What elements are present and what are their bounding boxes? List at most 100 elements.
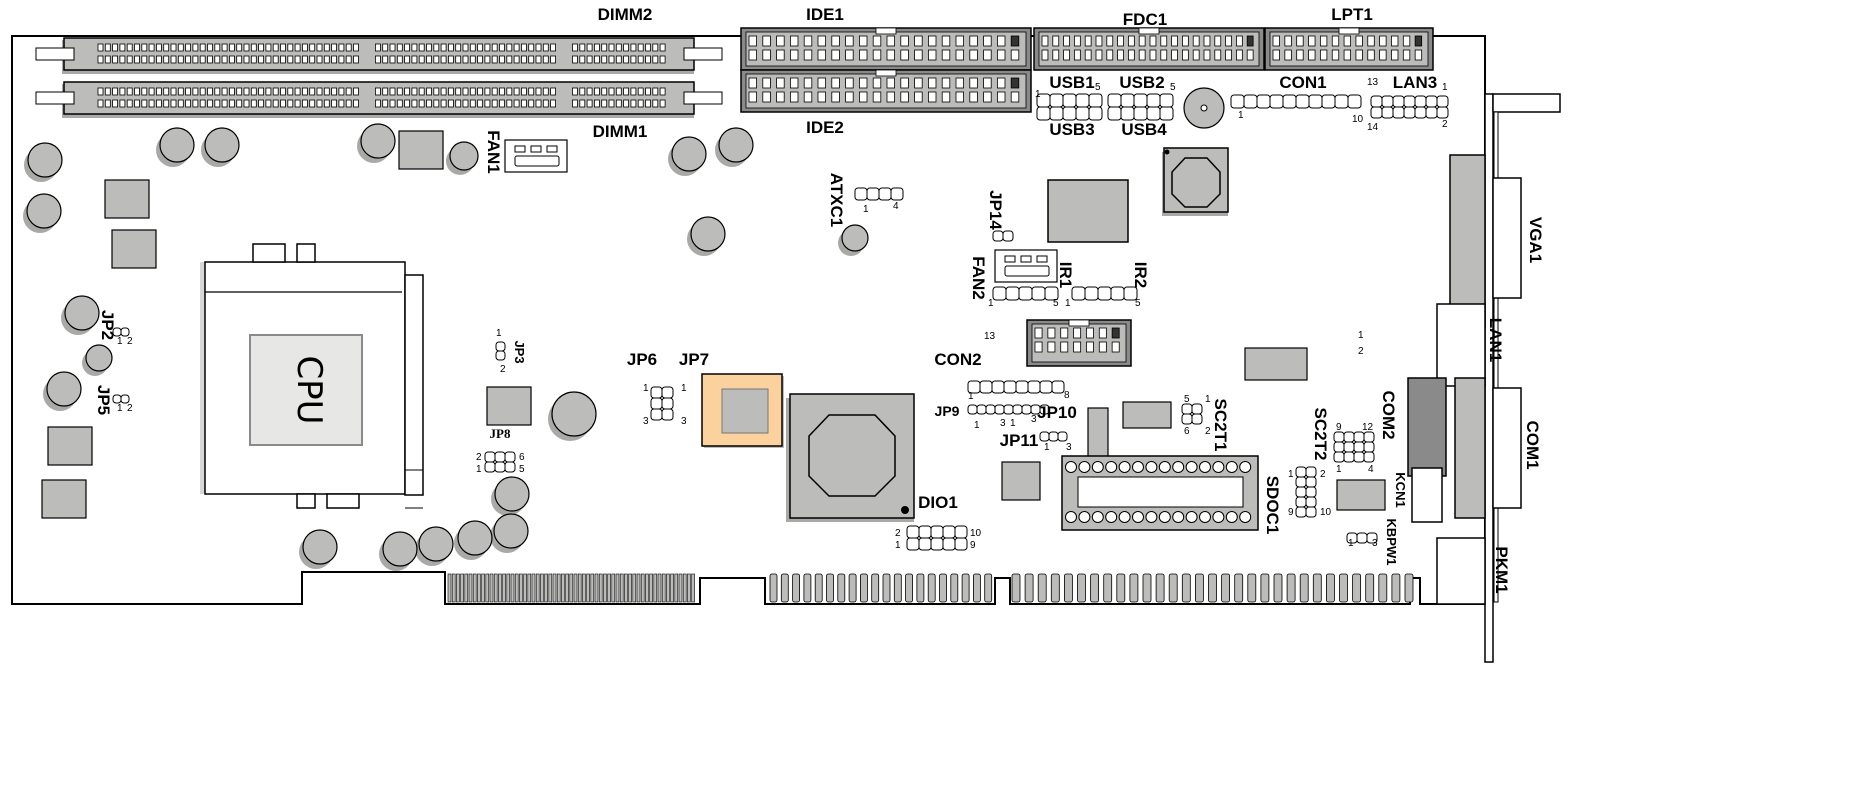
pin-sc2t2-4: 4 (1368, 464, 1374, 475)
dimm-contact (601, 99, 608, 108)
dimm-contact (331, 87, 338, 96)
dimm-contact (199, 99, 206, 108)
dimm-contact (287, 87, 294, 96)
edge-finger (691, 573, 695, 603)
edge-finger (611, 573, 616, 603)
dimm-contact (462, 99, 469, 108)
dimm-contact (353, 99, 359, 108)
dimm-contact (265, 55, 272, 64)
dimm-contact (411, 55, 418, 64)
edge-finger (1103, 573, 1113, 603)
label-ide1: IDE1 (806, 5, 844, 24)
con1-pins (1230, 94, 1245, 109)
dimm-contact (141, 43, 148, 52)
usb1-usb3-pins (1075, 106, 1090, 121)
dimm-contact (572, 87, 578, 96)
dimm-contact (484, 99, 491, 108)
label-jp9: JP9 (935, 403, 960, 419)
dimm-contact (389, 43, 396, 52)
dimm-contact (506, 55, 513, 64)
header-pin (1414, 49, 1423, 61)
capacitor (382, 531, 418, 567)
dimm-contact (214, 43, 221, 52)
header-pin (914, 91, 923, 103)
header-pin (845, 77, 854, 89)
capacitor (493, 513, 529, 549)
dimm-contact (112, 55, 118, 64)
label-dio1: DIO1 (918, 493, 958, 512)
dio1-pins (918, 525, 932, 539)
edge-finger (619, 573, 624, 603)
dimm-contact (236, 55, 243, 64)
header-pin (1095, 49, 1103, 61)
dimm-contact (630, 43, 637, 52)
jp9-jp10-pins (976, 404, 987, 415)
capacitor (718, 127, 754, 163)
edge-finger (1037, 573, 1047, 603)
edge-finger (1286, 573, 1296, 603)
pin-jp10-1: 1 (1010, 418, 1016, 429)
dimm-contact (374, 87, 381, 96)
dimm-contact (177, 43, 184, 52)
dimm-contact (521, 87, 527, 96)
dimm-contact (389, 55, 396, 64)
con1-pins (1347, 94, 1362, 109)
con1-pins (1295, 94, 1310, 109)
dio1-pins (942, 537, 956, 551)
capacitor (690, 216, 726, 252)
header-pin (1367, 35, 1375, 47)
dimm-contact (433, 43, 440, 52)
dimm-contact (155, 55, 162, 64)
edge-finger (1090, 573, 1099, 603)
edge-finger (531, 573, 536, 603)
header-pin (969, 49, 978, 61)
header-pin (1367, 49, 1375, 61)
dimm-contact (301, 87, 308, 96)
pin-sc2t1-6: 6 (1184, 426, 1190, 437)
header-pin (1331, 35, 1340, 47)
dimm-contact (440, 43, 447, 52)
header-pin (1160, 49, 1168, 61)
capacitor (64, 295, 100, 331)
sdoc1-pin (1185, 461, 1198, 473)
edge-finger (882, 573, 891, 603)
dimm-contact (484, 55, 491, 64)
edge-finger (645, 573, 649, 603)
dimm-contact (513, 43, 520, 52)
pin-usb1-5: 5 (1095, 82, 1101, 93)
header-pin (1063, 49, 1070, 61)
header-pin (817, 91, 826, 103)
dimm-contact (287, 43, 294, 52)
cpu-label: CPU (289, 355, 329, 424)
dimm-contact (265, 99, 272, 108)
header-pin (1160, 35, 1168, 47)
header-pin (900, 91, 909, 103)
header-pin (1063, 35, 1070, 47)
dimm-contact (615, 99, 622, 108)
dimm-contact (338, 43, 345, 52)
dimm-contact (265, 87, 272, 96)
dimm-contact (353, 55, 359, 64)
header-pin (886, 35, 895, 47)
label-jp7: JP7 (679, 350, 709, 369)
header-pin (928, 77, 937, 89)
dimm-contact (323, 55, 330, 64)
header-pin (1225, 49, 1232, 61)
lan3-pins (1414, 95, 1427, 108)
dimm-contact (345, 55, 352, 64)
edge-finger (456, 573, 460, 603)
label-fan1: FAN1 (484, 130, 503, 173)
pin-dio1-10: 10 (970, 528, 982, 539)
dimm-contact (185, 55, 192, 64)
edge-finger (1365, 573, 1375, 603)
dimm-contact (170, 99, 177, 108)
header-pin (776, 91, 785, 103)
ir2-pins (1071, 286, 1086, 301)
edge-finger (678, 573, 683, 603)
header-pin (831, 91, 840, 103)
edge-finger (939, 573, 947, 603)
dimm-contact (528, 99, 535, 108)
header-pin (1414, 35, 1423, 47)
dimm-contact (163, 43, 170, 52)
edge-finger (1181, 573, 1191, 603)
